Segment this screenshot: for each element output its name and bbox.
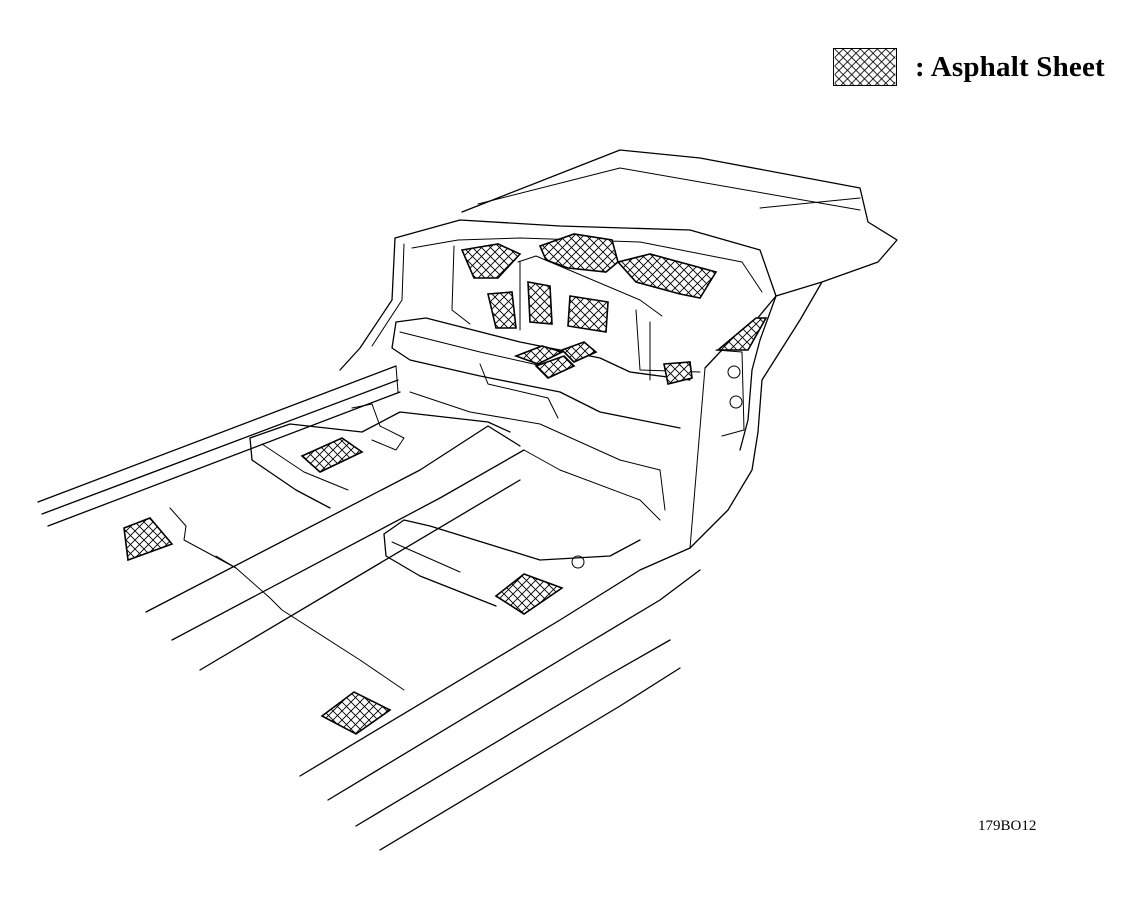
right-quarter-panel xyxy=(689,281,823,549)
asphalt-sheet-bulkhead-2 xyxy=(527,281,553,325)
asphalt-sheet-shelf-2 xyxy=(538,233,619,273)
asphalt-sheet-crossmember-3 xyxy=(560,341,598,363)
asphalt-sheet-crossmember-1 xyxy=(513,345,565,365)
asphalt-sheet-bulkhead-3 xyxy=(567,295,609,333)
rear-shelf xyxy=(461,149,898,297)
legend: : Asphalt Sheet xyxy=(833,47,1105,87)
front-cross-member-left xyxy=(249,403,511,509)
asphalt-sheet-shelf-3 xyxy=(616,253,718,299)
left-quarter-panel xyxy=(339,237,405,371)
asphalt-sheet-floor-4 xyxy=(320,691,392,735)
asphalt-sheet-floor-1 xyxy=(300,437,364,473)
asphalt-sheet-bulkhead-1 xyxy=(487,291,517,329)
asphalt-sheet-floor-3 xyxy=(494,573,564,615)
asphalt-sheet-swatch xyxy=(833,48,897,86)
legend-label: : Asphalt Sheet xyxy=(915,50,1105,83)
left-rocker-sill xyxy=(37,365,401,527)
asphalt-sheets xyxy=(123,233,768,735)
asphalt-sheet-floor-2 xyxy=(123,517,174,562)
asphalt-sheet-crossmember-2 xyxy=(534,355,576,379)
rear-cross-member xyxy=(391,317,691,429)
figure-code: 179BO12 xyxy=(978,818,1037,834)
center-tunnel xyxy=(145,391,661,671)
asphalt-sheet-wheelhouse xyxy=(663,361,693,385)
floor-seams xyxy=(169,507,405,691)
right-rocker-sill xyxy=(299,367,706,851)
asphalt-sheet-shelf-1 xyxy=(460,243,522,279)
asphalt-sheet-quarter xyxy=(715,317,768,351)
front-cross-member-right xyxy=(383,519,641,607)
